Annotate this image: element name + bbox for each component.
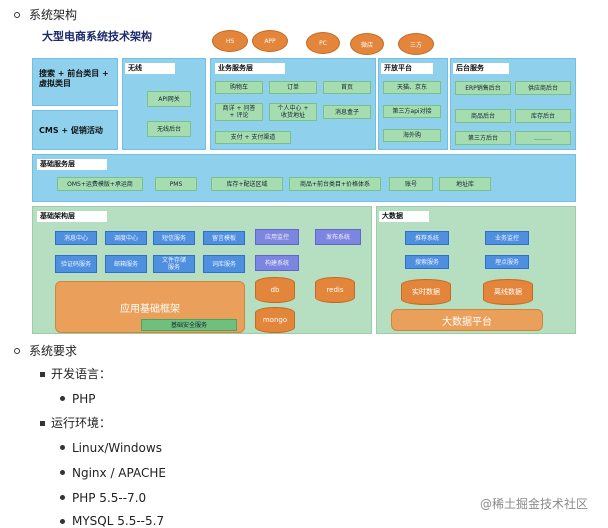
recommend-box: 推荐系统 <box>405 231 449 245</box>
client-oval-third-party: 三方 <box>398 33 434 55</box>
bigdata-label: 大数据 <box>379 211 429 222</box>
overseas-box: 海外购 <box>383 129 441 142</box>
square-bullet-icon <box>40 421 45 426</box>
inventory-backend-box: 库存后台 <box>515 109 571 123</box>
dictionary-box: 词库服务 <box>203 255 245 273</box>
redis-cylinder: redis <box>315 277 355 303</box>
inventory-delivery-box: 库存+配送区域 <box>211 177 283 191</box>
offline-data-cylinder: 离线数据 <box>483 279 533 305</box>
dot-bullet-icon <box>60 495 65 500</box>
client-oval-pc: PC <box>306 32 340 54</box>
runtime-label: 运行环境： <box>51 416 112 430</box>
runtime-item: Linux/Windows <box>72 441 162 455</box>
runtime-item: MYSQL 5.5--5.7 <box>72 514 165 528</box>
wireless-panel: 无线 API网关 无线后台 <box>122 58 206 150</box>
search-block: 搜索 + 前台类目 + 虚拟类目 <box>32 58 118 106</box>
tracking-service-box: 埋点服务 <box>485 255 529 269</box>
security-service-box: 基础安全服务 <box>141 319 237 331</box>
file-storage-box: 文件存储 服务 <box>153 255 195 273</box>
bullet-icon <box>14 12 20 18</box>
captcha-box: 验证码服务 <box>55 255 97 273</box>
api-gateway-box: API网关 <box>147 91 191 107</box>
open-platform-label: 开放平台 <box>381 63 433 74</box>
app-monitor-box: 应用监控 <box>255 229 299 245</box>
pms-box: PMS <box>155 177 197 191</box>
db-cylinder: db <box>255 277 295 303</box>
message-center-box: 消息中心 <box>55 231 97 245</box>
client-oval-app: APP <box>252 30 288 52</box>
backend-label: 后台服务 <box>453 63 509 74</box>
basic-services-label: 基础服务层 <box>37 159 107 170</box>
email-service-box: 邮箱服务 <box>105 255 147 273</box>
product-backend-box: 商品后台 <box>455 109 511 123</box>
client-oval-weidian: 微店 <box>350 33 384 55</box>
third-party-api-box: 第三方api对接 <box>383 105 441 118</box>
erp-box: ERP销售后台 <box>455 81 511 95</box>
app-framework-label: 应用基础框架 <box>120 303 180 315</box>
dot-bullet-icon <box>60 519 65 524</box>
dev-language-label: 开发语言： <box>51 367 112 381</box>
oms-box: OMS+运费模版+承运商 <box>57 177 143 191</box>
message-box: 消息盒子 <box>323 105 371 119</box>
runtime-item: Nginx / APACHE <box>72 466 166 480</box>
product-category-price-box: 商品+前台类目+价格体系 <box>289 177 381 191</box>
dot-bullet-icon <box>60 445 65 450</box>
sms-box: 短信服务 <box>153 231 195 245</box>
cms-block-label: CMS + 促销活动 <box>39 126 103 135</box>
wireless-label: 无线 <box>125 63 175 74</box>
business-monitor-box: 业务监控 <box>485 231 529 245</box>
supplier-box: 供应商后台 <box>515 81 571 95</box>
infrastructure-label: 基础架构层 <box>37 211 107 222</box>
address-box: 地址库 <box>439 177 491 191</box>
tmall-jd-box: 天猫、京东 <box>383 81 441 94</box>
more-box: ……… <box>515 131 571 145</box>
dev-language-item: PHP <box>72 392 96 406</box>
section-heading-architecture: 系统架构 <box>29 8 78 22</box>
runtime-item: PHP 5.5--7.0 <box>72 491 147 505</box>
business-label: 业务服务层 <box>215 63 285 74</box>
business-panel: 业务服务层 购物车 订单 首页 商详 + 问答 + 评论 个人中心 + 收货地址… <box>210 58 376 150</box>
cms-block: CMS + 促销活动 <box>32 110 118 150</box>
homepage-box: 首页 <box>323 81 371 94</box>
order-box: 订单 <box>269 81 317 94</box>
release-system-box: 发布系统 <box>315 229 361 245</box>
user-center-box: 个人中心 + 收货地址 <box>269 103 317 121</box>
scheduler-box: 调度中心 <box>105 231 147 245</box>
search-service-box: 搜索服务 <box>405 255 449 269</box>
search-block-label: 搜索 + 前台类目 + 虚拟类目 <box>39 69 109 88</box>
diagram-title: 大型电商系统技术架构 <box>42 30 152 43</box>
client-oval-hs: HS <box>212 30 248 52</box>
infrastructure-panel: 基础架构层 消息中心 调度中心 短信服务 留言模板 验证码服务 邮箱服务 文件存… <box>32 206 372 334</box>
product-detail-box: 商详 + 问答 + 评论 <box>215 103 263 121</box>
basic-services-panel: 基础服务层 OMS+运费模版+承运商 PMS 库存+配送区域 商品+前台类目+价… <box>32 154 576 202</box>
open-platform-panel: 开放平台 天猫、京东 第三方api对接 海外购 <box>378 58 448 150</box>
dot-bullet-icon <box>60 396 65 401</box>
bullet-icon <box>14 348 20 354</box>
backend-panel: 后台服务 ERP销售后台 供应商后台 商品后台 库存后台 第三方后台 ……… <box>450 58 576 150</box>
section-heading-requirements: 系统要求 <box>29 344 78 358</box>
account-box: 账号 <box>389 177 433 191</box>
build-system-box: 构建系统 <box>255 255 299 271</box>
comment-template-box: 留言模板 <box>203 231 245 245</box>
architecture-diagram: 大型电商系统技术架构 HS APP PC 微店 三方 搜索 + 前台类目 + 虚… <box>30 24 578 336</box>
realtime-data-cylinder: 实时数据 <box>401 279 451 305</box>
mongo-cylinder: mongo <box>255 307 295 333</box>
cart-box: 购物车 <box>215 81 263 94</box>
payment-box: 支付 + 支付渠道 <box>215 131 291 144</box>
watermark: @稀土掘金技术社区 <box>480 497 589 511</box>
bigdata-panel: 大数据 推荐系统 业务监控 搜索服务 埋点服务 实时数据 离线数据 大数据平台 <box>376 206 576 334</box>
square-bullet-icon <box>40 372 45 377</box>
bigdata-platform-label: 大数据平台 <box>442 316 492 328</box>
wireless-backend-box: 无线后台 <box>147 121 191 137</box>
third-party-backend-box: 第三方后台 <box>455 131 511 145</box>
bigdata-platform-block: 大数据平台 <box>391 309 543 331</box>
dot-bullet-icon <box>60 470 65 475</box>
